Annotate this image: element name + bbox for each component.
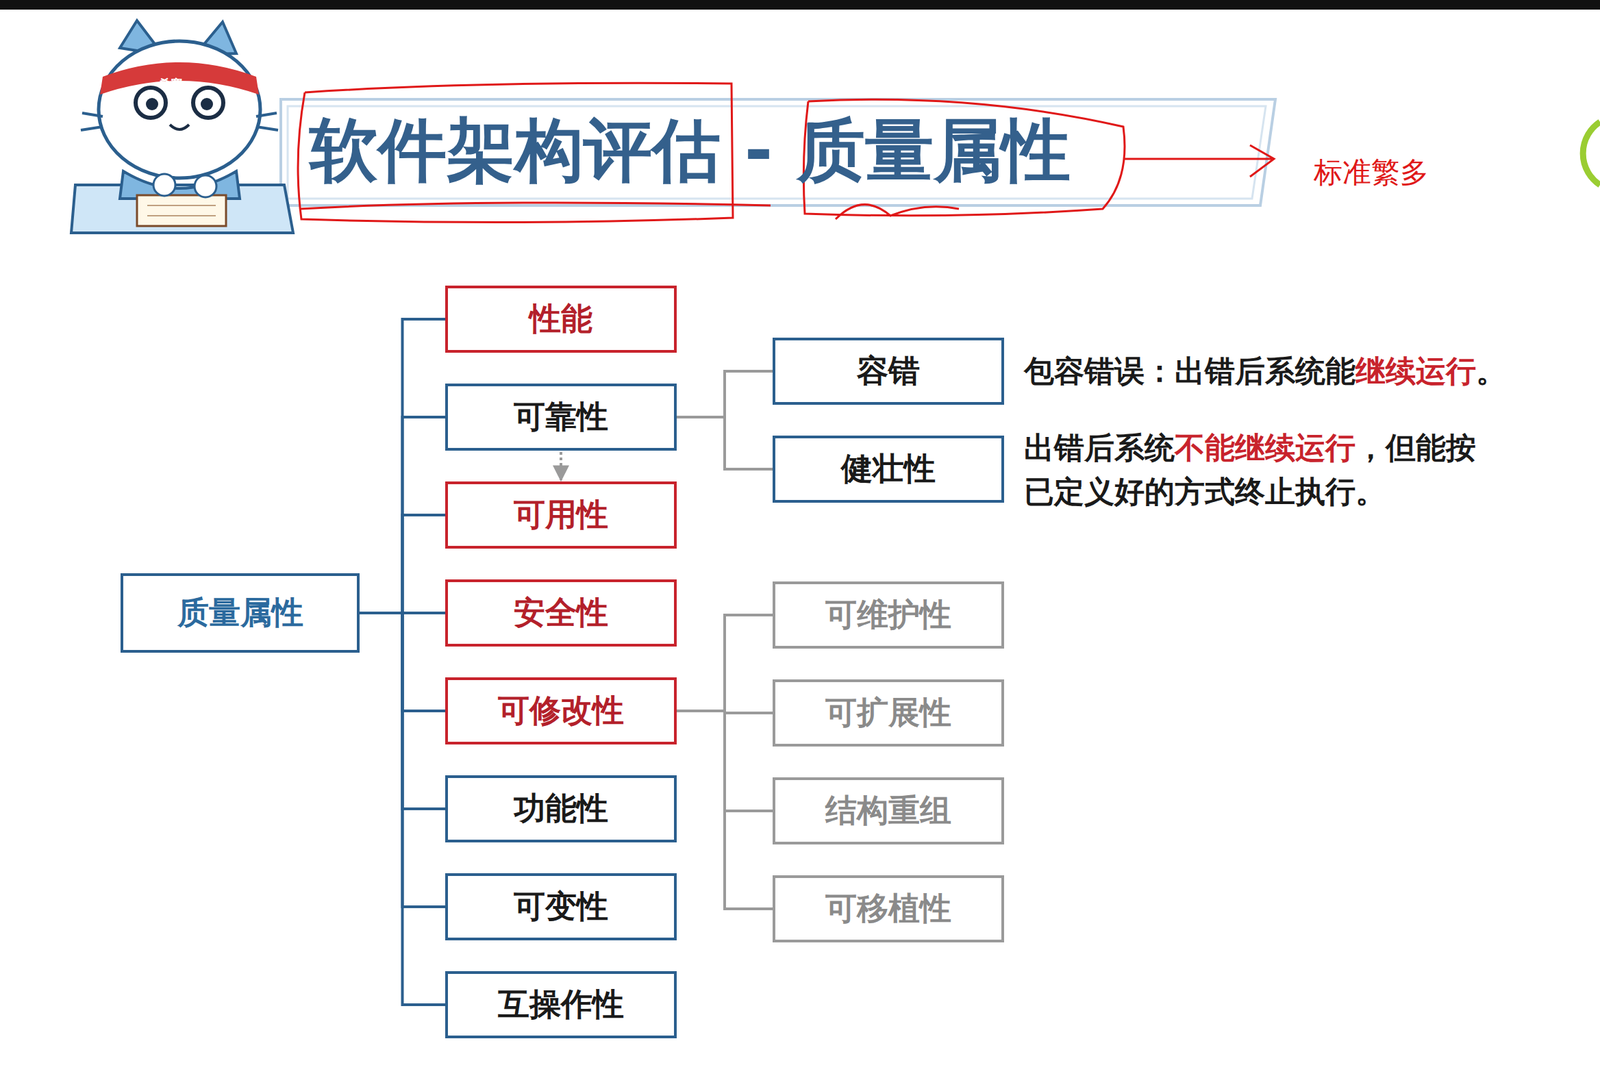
top-bar [0, 0, 1600, 10]
label-text: 不能继续运行 [1174, 430, 1356, 466]
box-label: 性能 [529, 300, 593, 338]
title-banner-inner [287, 106, 1266, 199]
connector [676, 615, 773, 711]
box-label: 容错 [856, 352, 920, 390]
label-text: 包容错误：出错后系统能 [1023, 353, 1356, 389]
connector [676, 417, 773, 470]
handwritten-note: 标准繁多 [1313, 152, 1429, 194]
box-label: 可维护性 [825, 595, 952, 634]
title-text: 软件架构评估 - 质量属性 [309, 110, 1071, 191]
attribute-box: 结构重组 [772, 777, 1005, 845]
note: 出错后系统不能继续运行，但能按已定义好的方式终止执行。 [1023, 426, 1504, 514]
connector [359, 319, 446, 614]
connector [676, 371, 773, 418]
box-label: 可变性 [513, 887, 609, 926]
box-label: 结构重组 [825, 791, 952, 830]
box-label: 质量属性 [177, 593, 304, 632]
attribute-box: 性能 [445, 285, 677, 353]
attribute-box: 功能性 [445, 775, 677, 843]
attribute-box: 可扩展性 [772, 679, 1005, 747]
label-text: 。 [1476, 353, 1507, 389]
label-text: 标准繁多 [1313, 155, 1429, 190]
box-label: 安全性 [513, 593, 609, 632]
label-text: 继续运行 [1355, 353, 1477, 389]
attribute-box: 容错 [772, 337, 1005, 405]
mascot-label: 希赛 [158, 76, 183, 91]
attribute-box: 可移植性 [772, 875, 1005, 943]
box-label: 可修改性 [497, 691, 624, 730]
connector [559, 452, 563, 481]
attribute-box: 可修改性 [445, 677, 677, 745]
logo-arc [1582, 121, 1600, 185]
note: 包容错误：出错后系统能继续运行。 [1023, 349, 1507, 394]
box-label: 可靠性 [513, 397, 609, 436]
title: 软件架构评估 - 质量属性 [309, 109, 1071, 192]
attribute-box: 可维护性 [772, 581, 1005, 649]
box-label: 健壮性 [841, 450, 936, 488]
connector [676, 710, 773, 909]
connector [359, 417, 446, 614]
title-banner [280, 99, 1276, 206]
root-box: 质量属性 [120, 573, 360, 653]
attribute-box: 安全性 [445, 579, 677, 647]
label-text: 出错后系统 [1023, 430, 1175, 466]
box-label: 功能性 [513, 789, 609, 828]
attribute-box: 可靠性 [445, 383, 677, 451]
box-label: 互操作性 [497, 985, 624, 1024]
label-text: 希赛 [158, 76, 183, 91]
connector [359, 515, 446, 614]
attribute-box: 互操作性 [445, 971, 677, 1039]
attribute-box: 可变性 [445, 873, 677, 941]
mascot [71, 20, 294, 233]
attribute-box: 可用性 [445, 481, 677, 549]
handwritten-marks [297, 82, 1274, 222]
box-label: 可扩展性 [825, 693, 952, 732]
attribute-box: 健壮性 [772, 435, 1005, 503]
box-label: 可用性 [513, 495, 609, 534]
box-label: 可移植性 [825, 889, 952, 928]
connector [359, 613, 446, 1005]
